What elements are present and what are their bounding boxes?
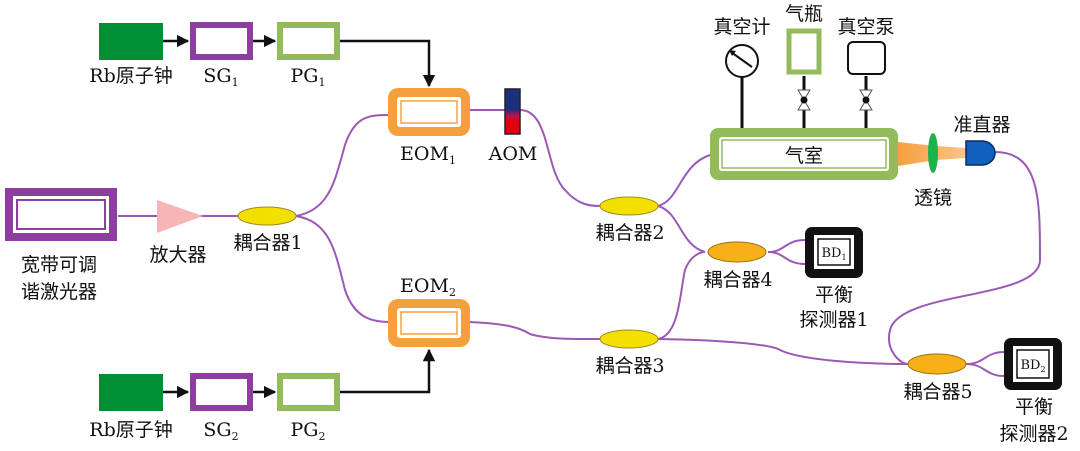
fiber-aom-coupler2 xyxy=(519,109,601,207)
wire-pg1-eom1 xyxy=(340,39,436,88)
detector1-label-line1: 平衡 xyxy=(815,284,853,306)
vacuum-pump-icon xyxy=(847,41,886,75)
fiber-coupler5-bd2a xyxy=(965,351,1005,365)
bd2-label: BD2 xyxy=(1020,358,1045,374)
aom-label: AOM xyxy=(488,143,538,165)
signal-generator-1 xyxy=(190,22,253,60)
vacuum-pump-label: 真空泵 xyxy=(837,16,894,38)
coupler4-label: 耦合器4 xyxy=(703,269,772,291)
coupler-3 xyxy=(599,329,659,349)
pg2-label: PG2 xyxy=(291,419,326,443)
rb-clock-2-label: Rb原子钟 xyxy=(89,419,172,441)
pulse-generator-2 xyxy=(277,373,340,411)
rb-atomic-clock-1 xyxy=(99,23,163,60)
detector2-label-line2: 探测器2 xyxy=(999,423,1068,445)
eom1-label: EOM1 xyxy=(400,143,456,167)
broadband-tunable-laser xyxy=(5,188,117,241)
gas-bottle-icon xyxy=(786,28,822,75)
fiber-coupler2-coupler4 xyxy=(657,205,706,253)
sg1-label: SG1 xyxy=(203,65,238,89)
valve-pump-icon xyxy=(859,89,873,111)
balanced-detector-2 xyxy=(1004,338,1062,390)
gas-cell-label: 气室 xyxy=(785,145,823,167)
fiber-coupler4-bd1b xyxy=(767,251,806,265)
detector2-label-line1: 平衡 xyxy=(1015,396,1053,418)
balanced-detector-1 xyxy=(805,227,863,278)
vacuum-gauge-icon xyxy=(725,44,759,78)
eom-1 xyxy=(388,88,470,136)
gas-cell xyxy=(710,128,898,180)
coupler3-label: 耦合器3 xyxy=(595,355,664,377)
rb-clock-1-label: Rb原子钟 xyxy=(89,65,172,87)
laser-label-line2: 谐激光器 xyxy=(21,281,97,303)
coupler-1 xyxy=(237,206,297,226)
signal-generator-2 xyxy=(190,373,253,411)
laser-label-line1: 宽带可调 xyxy=(21,254,97,276)
fiber-coupler3-coupler4 xyxy=(657,251,706,340)
coupler-2 xyxy=(599,196,659,216)
valve-bottle-icon xyxy=(797,89,811,111)
fiber-coupler1-eom1 xyxy=(295,114,391,217)
sg2-label: SG2 xyxy=(203,419,238,443)
gas-bottle-label: 气瓶 xyxy=(785,3,823,25)
fiber-coupler3-coupler5 xyxy=(657,338,909,365)
fiber-paths xyxy=(118,109,1042,377)
bd1-label: BD1 xyxy=(821,246,846,262)
rb-atomic-clock-2 xyxy=(99,374,163,411)
coupler-5 xyxy=(907,353,967,375)
coupler5-label: 耦合器5 xyxy=(903,381,972,403)
amplifier-icon xyxy=(157,200,203,233)
collimator-label: 准直器 xyxy=(953,114,1010,136)
fiber-collimator-coupler5 xyxy=(888,151,1042,365)
aom xyxy=(504,88,521,135)
detector1-label-line2: 探测器1 xyxy=(799,309,868,331)
fiber-coupler5-bd2b xyxy=(965,363,1005,377)
pg1-label: PG1 xyxy=(291,65,326,89)
fiber-coupler1-eom2 xyxy=(295,215,391,323)
fiber-coupler4-bd1a xyxy=(767,239,806,253)
coupler1-label: 耦合器1 xyxy=(233,232,302,254)
amplifier-label: 放大器 xyxy=(149,244,206,266)
wire-pg2-eom2 xyxy=(340,348,436,394)
signal-wires xyxy=(163,34,436,399)
lens-icon xyxy=(928,133,938,173)
eom-2 xyxy=(388,299,470,347)
collimator-icon xyxy=(965,140,996,166)
fiber-coupler2-gascell xyxy=(657,154,711,207)
lens-label: 透镜 xyxy=(914,187,952,209)
vacuum-gauge-label: 真空计 xyxy=(713,16,770,38)
pulse-generator-1 xyxy=(277,22,340,60)
eom2-label: EOM2 xyxy=(400,275,456,299)
fiber-eom2-coupler3 xyxy=(469,321,601,341)
coupler-4 xyxy=(707,241,767,263)
coupler2-label: 耦合器2 xyxy=(595,222,664,244)
